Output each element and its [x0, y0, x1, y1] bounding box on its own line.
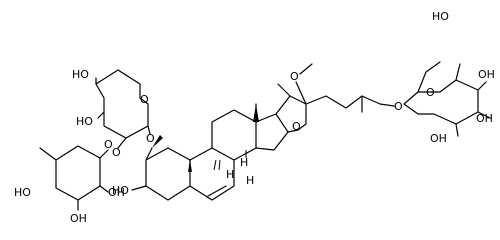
label-h-c14: H: [240, 156, 248, 169]
label-h-c8: H: [246, 174, 254, 187]
label-ho-c3: HO: [112, 184, 129, 197]
label-o-glc-link: O: [394, 100, 403, 113]
label-o-link-ara-rha: O: [112, 146, 121, 159]
label-o-rha: O: [104, 138, 113, 151]
label-oh-rha-bottom: OH: [70, 212, 87, 225]
label-oh-glc-c4: OH: [478, 68, 495, 81]
label-ho-top: HO: [72, 68, 89, 81]
label-o-glc-ring: O: [426, 86, 435, 99]
label-o-link-c1: O: [146, 132, 155, 145]
chemical-structure-diagram: HO HO O HO OH OH O O O H H H HO O O O O …: [14, 10, 495, 225]
label-o-ara: O: [140, 93, 149, 106]
label-oh-glc-c3: OH: [476, 112, 493, 125]
stereo-wedges: [152, 104, 259, 172]
label-ho-glc-top: HO: [432, 10, 449, 23]
label-ho-rha-c4: HO: [14, 186, 31, 199]
label-o-furan: O: [292, 120, 301, 133]
label-oh-rha: OH: [108, 186, 125, 199]
atom-labels: HO HO O HO OH OH O O O H H H HO O O O O …: [14, 10, 495, 225]
label-oh-glc-c2: OH: [430, 132, 447, 145]
stereo-hashes: [213, 150, 247, 171]
label-ho-ara: HO: [76, 115, 93, 128]
bond-skeleton: [39, 61, 491, 211]
label-h-c9: H: [226, 168, 234, 181]
label-o-methoxy: O: [290, 70, 299, 83]
